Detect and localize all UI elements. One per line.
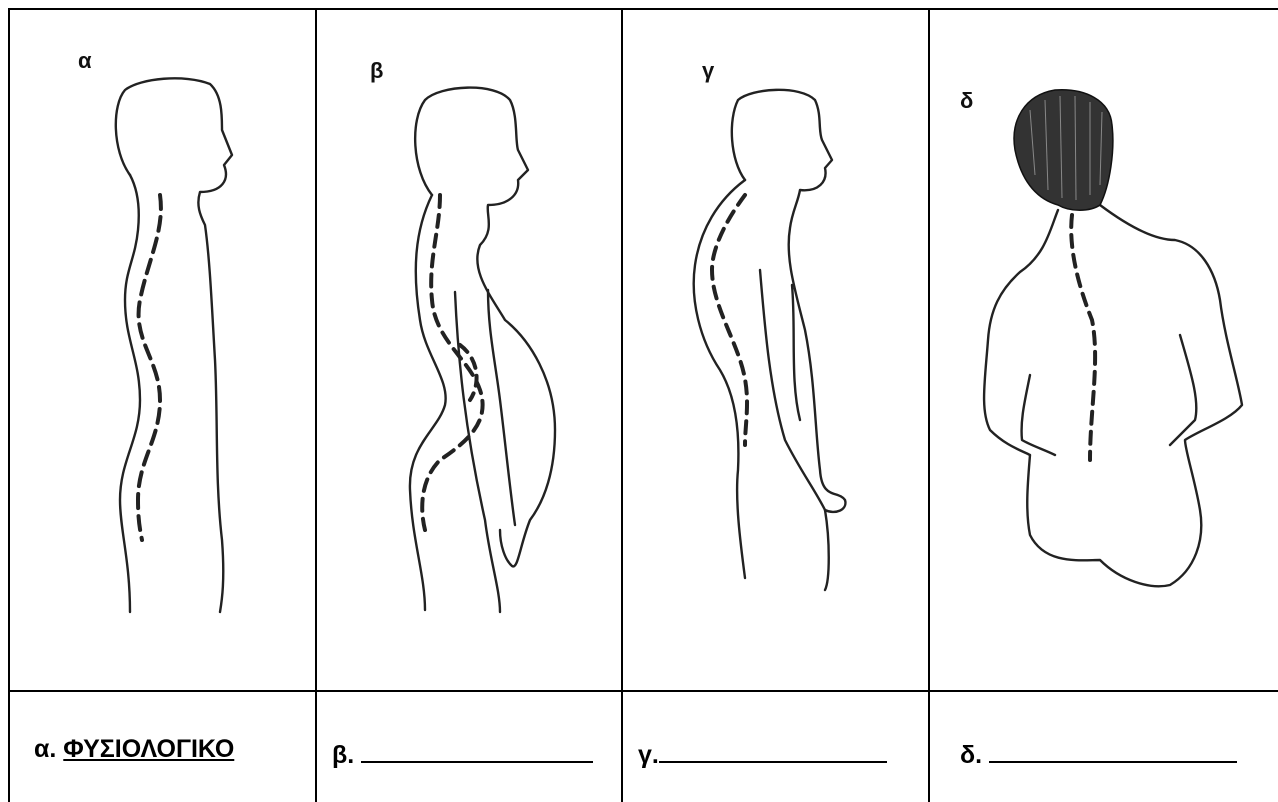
figure-alpha-spine-line — [138, 195, 161, 540]
caption-gamma-prefix: γ. — [638, 741, 659, 769]
caption-gamma: γ. — [638, 735, 887, 770]
figure-alpha-normal-posture — [116, 78, 232, 612]
figure-letter-alpha: α — [78, 48, 92, 74]
caption-beta-blank[interactable] — [361, 735, 593, 763]
figure-delta-hair — [1014, 90, 1113, 210]
figure-letter-beta: β — [370, 58, 383, 84]
figure-gamma-spine-line — [712, 195, 747, 445]
caption-delta-prefix: δ. — [960, 741, 982, 769]
figure-delta-spine-line — [1071, 215, 1095, 460]
figure-letter-gamma: γ — [702, 58, 714, 84]
figure-gamma-kyphosis-posture — [694, 90, 846, 590]
figure-beta-lordosis-posture — [410, 88, 555, 612]
caption-alpha-answer: ΦΥΣΙΟΛΟΓΙΚΟ — [63, 735, 234, 763]
caption-delta: δ. — [960, 735, 1237, 770]
figure-letter-delta: δ — [960, 88, 973, 114]
figure-delta-scoliosis-posture — [984, 205, 1242, 586]
caption-gamma-blank[interactable] — [659, 735, 887, 763]
caption-beta: β. — [332, 735, 593, 770]
caption-alpha-prefix: α. — [34, 735, 56, 763]
caption-alpha: α. ΦΥΣΙΟΛΟΓΙΚΟ — [34, 735, 234, 764]
caption-delta-blank[interactable] — [989, 735, 1237, 763]
caption-beta-prefix: β. — [332, 741, 354, 769]
